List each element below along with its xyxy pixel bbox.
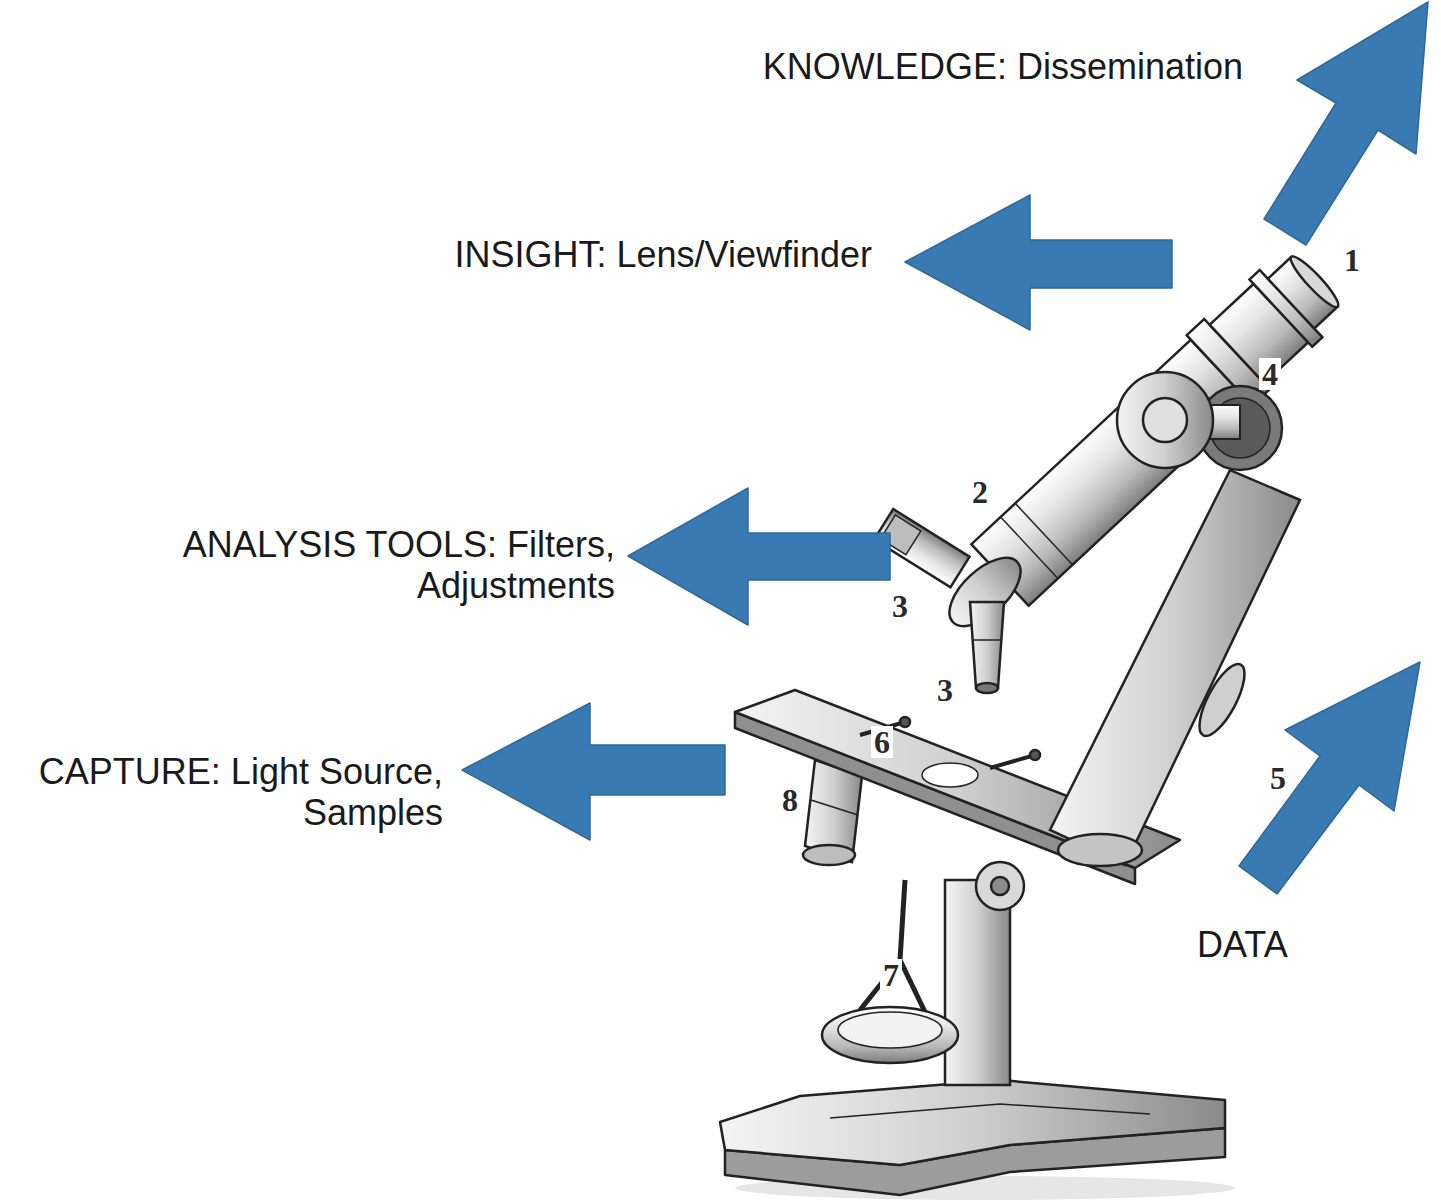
callout-arrows	[462, 2, 1428, 894]
arrow-label: DATA	[1197, 924, 1288, 965]
objective-lenses	[874, 509, 1032, 693]
callout-number: 3	[934, 674, 956, 706]
callout-number: 5	[1267, 762, 1289, 794]
analysis-arrow	[628, 488, 890, 625]
data-arrow	[1239, 662, 1420, 894]
adjustment-knob	[1117, 372, 1282, 470]
microscope-condenser	[803, 760, 862, 865]
knowledge-arrow	[1264, 2, 1428, 245]
callout-number: 4	[1259, 358, 1281, 390]
arrow-label: INSIGHT: Lens/Viewfinder	[454, 234, 872, 275]
capture-arrow	[462, 703, 725, 840]
callout-number: 1	[1341, 244, 1363, 276]
callout-number: 2	[969, 476, 991, 508]
callout-number: 6	[871, 726, 893, 758]
arrow-label: CAPTURE: Light Source, Samples	[18, 751, 443, 833]
insight-arrow	[905, 195, 1172, 330]
microscope-pillar	[945, 862, 1024, 1085]
arrow-label: ANALYSIS TOOLS: Filters, Adjustments	[145, 524, 615, 606]
callout-number: 3	[889, 590, 911, 622]
arrow-label: KNOWLEDGE: Dissemination	[763, 46, 1243, 87]
callout-number: 7	[880, 959, 902, 991]
microscope-mirror	[822, 880, 958, 1063]
callout-number: 8	[779, 784, 801, 816]
microscope-base	[720, 1080, 1235, 1200]
